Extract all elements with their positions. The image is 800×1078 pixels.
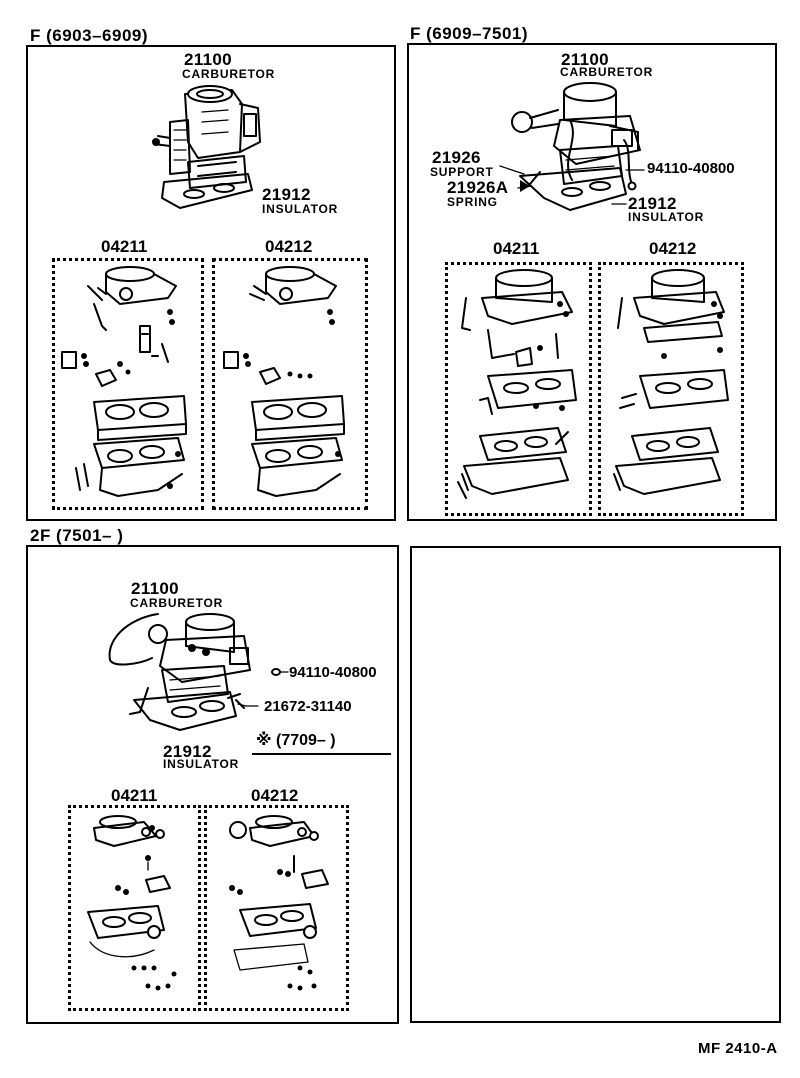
carburetor-part-number-2: 21100 <box>561 50 609 69</box>
section-title-f-6903-6909: F (6903–6909) <box>30 26 149 45</box>
kit-04211-2-parts-illustration <box>457 269 577 499</box>
diagram-code: MF 2410-A <box>698 1040 778 1057</box>
insulator-part-name-3: INSULATOR <box>163 757 240 771</box>
insulator-part-name-2: INSULATOR <box>628 210 705 224</box>
support-part-name: SUPPORT <box>430 165 494 179</box>
panel-f-6909-7501 <box>407 43 777 521</box>
kit-04211-parts-illustration <box>61 266 187 497</box>
kit-number-04211-3: 04211 <box>111 786 158 805</box>
insulator-part-name: INSULATOR <box>262 202 339 216</box>
panel-f-6903-6909 <box>26 45 396 521</box>
kit-04212-3-parts-illustration <box>229 815 329 991</box>
kit-box-04212-3 <box>204 805 349 1011</box>
kit-number-04212-3: 04212 <box>251 786 299 805</box>
carburetor-part-name-3: CARBURETOR <box>130 596 224 610</box>
support-part-number: 21926 <box>432 148 481 167</box>
kit-box-04211 <box>52 258 204 510</box>
note-underline <box>252 753 391 755</box>
kit-box-04211-3 <box>68 805 201 1011</box>
carburetor-part-name-2: CARBURETOR <box>560 65 654 79</box>
carburetor-part-number: 21100 <box>184 50 232 69</box>
callout-94110-40800: 94110-40800 <box>647 160 735 177</box>
kit-number-04211-2: 04211 <box>493 239 540 258</box>
carburetor-assembly-illustration-2 <box>511 82 641 211</box>
kit-04211-3-parts-illustration <box>87 815 177 991</box>
carburetor-assembly-illustration <box>152 85 261 209</box>
spring-part-number: 21926A <box>447 178 509 197</box>
insulator-part-number: 21912 <box>262 185 311 204</box>
kit-04212-parts-illustration <box>223 266 345 497</box>
kit-04212-2-parts-illustration <box>613 269 729 495</box>
callout-21672-31140: 21672-31140 <box>264 698 352 715</box>
empty-panel <box>410 546 781 1023</box>
carburetor-part-name: CARBURETOR <box>182 67 276 81</box>
carburetor-part-number-3: 21100 <box>131 579 179 598</box>
kit-box-04212 <box>212 258 368 510</box>
carburetor-assembly-illustration-3 <box>108 613 251 731</box>
kit-box-04212-2 <box>598 262 744 516</box>
section-title-2f-7501: 2F (7501– ) <box>30 526 124 545</box>
insulator-part-number-2: 21912 <box>628 194 677 213</box>
section-title-f-6909-7501: F (6909–7501) <box>410 24 529 43</box>
kit-number-04212: 04212 <box>265 237 313 256</box>
spring-part-name: SPRING <box>447 195 498 209</box>
kit-box-04211-2 <box>445 262 592 516</box>
note-7709: ※ (7709– ) <box>256 732 336 749</box>
kit-number-04211: 04211 <box>101 237 148 256</box>
kit-number-04212-2: 04212 <box>649 239 697 258</box>
callout-94110-40800-2: 94110-40800 <box>289 664 377 681</box>
insulator-part-number-3: 21912 <box>163 742 212 761</box>
panel-2f-7501 <box>26 545 399 1024</box>
